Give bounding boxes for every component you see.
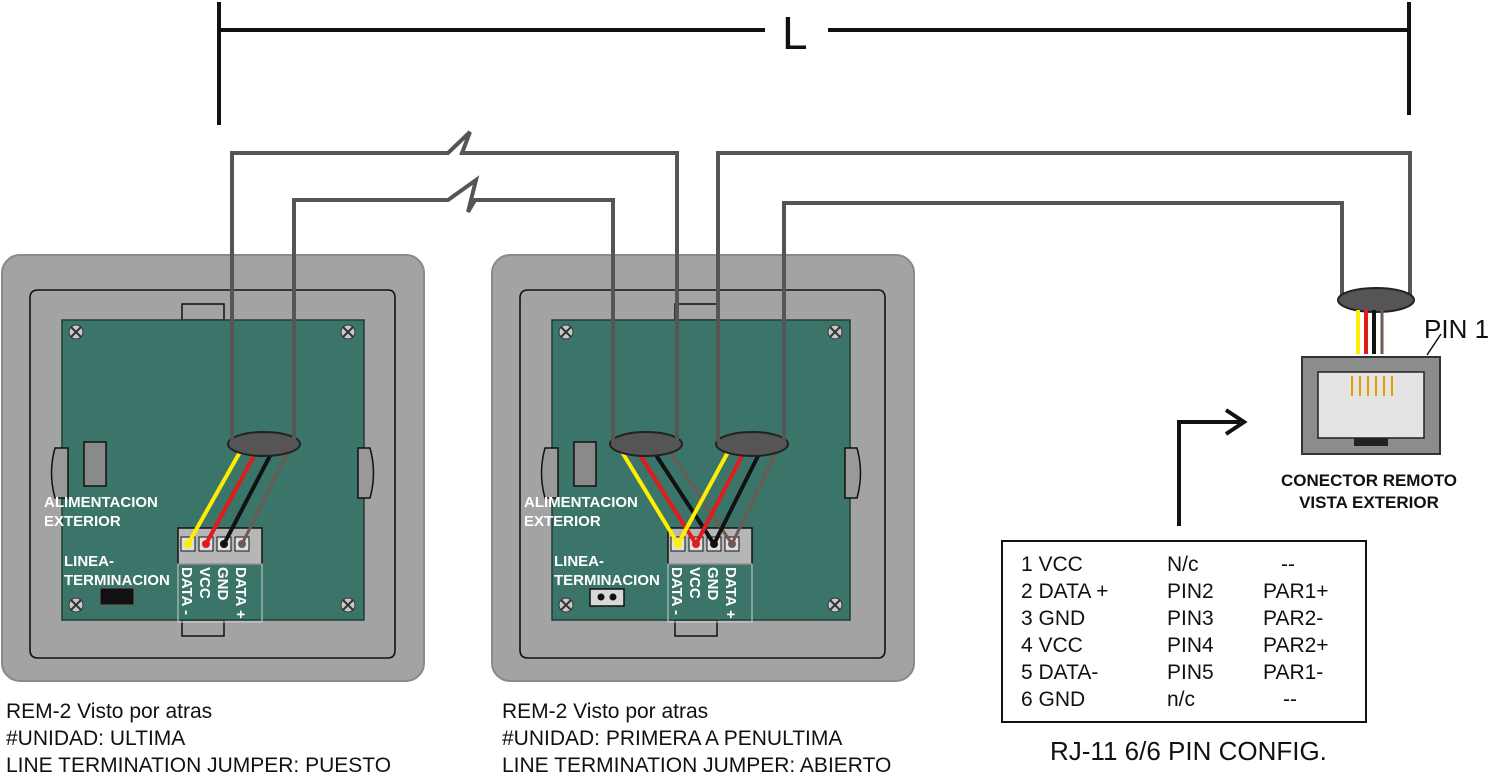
- screw-icon: [68, 324, 84, 340]
- pin1-leader: [1426, 333, 1442, 356]
- pin-cell: PAR2-: [1263, 607, 1324, 630]
- pin1-label: PIN 1: [1424, 314, 1489, 344]
- alimentacion-label-line1: ALIMENTACION: [44, 494, 158, 511]
- connector-title-line1: CONECTOR REMOTO: [1281, 471, 1457, 490]
- cable-gland: [1337, 287, 1415, 313]
- pin-cell: 3 GND: [1021, 607, 1086, 630]
- dimension-label: L: [782, 7, 808, 59]
- cable-gland: [715, 431, 789, 457]
- power-connector: [573, 441, 597, 487]
- power-connector: [83, 441, 107, 487]
- alimentacion-label-line2: EXTERIOR: [524, 513, 601, 530]
- pin-cell: --: [1281, 553, 1295, 576]
- terminal-label-gnd: GND: [704, 567, 721, 601]
- table-row: 5 DATA- PIN5 PAR1-: [1003, 661, 1365, 688]
- screw-icon: [827, 597, 843, 613]
- table-row: 3 GND PIN3 PAR2-: [1003, 607, 1365, 634]
- terminal-label-data-plus: DATA +: [722, 567, 739, 619]
- cable-gland: [227, 431, 301, 457]
- pin-cell: n/c: [1167, 688, 1196, 711]
- termination-jumper-open: [589, 588, 625, 607]
- linea-label-line1: LINEA-: [554, 553, 604, 570]
- pin-cell: 1 VCC: [1021, 553, 1083, 576]
- table-row: 4 VCC PIN4 PAR2+: [1003, 634, 1365, 661]
- caption-line: LINE TERMINATION JUMPER: ABIERTO: [502, 754, 892, 777]
- screw-icon: [340, 324, 356, 340]
- rem2-panel-last: ALIMENTACION EXTERIOR LINEA- TERMINACION…: [1, 254, 425, 682]
- terminal-label-vcc: VCC: [196, 567, 213, 599]
- alimentacion-label-line2: EXTERIOR: [44, 513, 121, 530]
- linea-label-line2: TERMINACION: [554, 572, 660, 589]
- termination-jumper-closed: [99, 587, 135, 606]
- alimentacion-label-line1: ALIMENTACION: [524, 494, 638, 511]
- pin-cell: PIN3: [1167, 607, 1214, 630]
- terminal-label-vcc: VCC: [686, 567, 703, 599]
- terminal-label-gnd: GND: [214, 567, 231, 601]
- arrow-icon: [1177, 408, 1248, 526]
- linea-label-line1: LINEA-: [64, 553, 114, 570]
- pin-cell: PAR1-: [1263, 661, 1324, 684]
- remote-connector: PIN 1 CONECTOR REMOTO VISTA EXTERIOR: [1281, 287, 1489, 512]
- pin-cell: 6 GND: [1021, 688, 1086, 711]
- caption-line: REM-2 Visto por atras: [6, 700, 213, 723]
- pin-cell: PAR1+: [1263, 580, 1329, 603]
- terminal-label-data-plus: DATA +: [232, 567, 249, 619]
- wires: [620, 450, 778, 548]
- pin-cell: PIN2: [1167, 580, 1214, 603]
- screw-icon: [558, 324, 574, 340]
- caption-line: #UNIDAD: ULTIMA: [6, 727, 186, 750]
- screw-icon: [558, 597, 574, 613]
- table-row: 1 VCC N/c --: [1003, 553, 1365, 580]
- screw-icon: [68, 597, 84, 613]
- panel1-caption: REM-2 Visto por atras #UNIDAD: ULTIMA LI…: [6, 698, 391, 779]
- caption-line: LINE TERMINATION JUMPER: PUESTO: [6, 754, 392, 777]
- panel2-caption: REM-2 Visto por atras #UNIDAD: PRIMERA A…: [502, 698, 891, 779]
- pin-table-title: RJ-11 6/6 PIN CONFIG.: [1050, 736, 1327, 766]
- linea-label-line2: TERMINACION: [64, 572, 170, 589]
- pin-cell: PIN4: [1167, 634, 1214, 657]
- caption-line: REM-2 Visto por atras: [502, 700, 709, 723]
- screw-icon: [827, 324, 843, 340]
- pin-cell: 5 DATA-: [1021, 661, 1099, 684]
- connector-title-line2: VISTA EXTERIOR: [1299, 493, 1439, 512]
- pin-cell: N/c: [1167, 553, 1199, 576]
- pin-config-table: 1 VCC N/c -- 2 DATA + PIN2 PAR1+ 3 GND P…: [1001, 540, 1367, 723]
- screw-icon: [340, 597, 356, 613]
- pin-cell: 4 VCC: [1021, 634, 1083, 657]
- cable-gland: [609, 431, 683, 457]
- table-row: 6 GND n/c --: [1003, 688, 1365, 715]
- pcb-board: [551, 319, 851, 621]
- rem2-panel-first: ALIMENTACION EXTERIOR LINEA- TERMINACION…: [491, 254, 915, 682]
- wires: [184, 451, 290, 548]
- caption-line: #UNIDAD: PRIMERA A PENULTIMA: [502, 727, 843, 750]
- pin-cell: PIN5: [1167, 661, 1214, 684]
- pcb-board: [61, 319, 365, 621]
- pin-cell: --: [1283, 688, 1297, 711]
- dimension-line: L: [217, 2, 1411, 125]
- table-row: 2 DATA + PIN2 PAR1+: [1003, 580, 1365, 607]
- pin-cell: PAR2+: [1263, 634, 1329, 657]
- bus-cables: [230, 130, 1412, 442]
- pin-cell: 2 DATA +: [1021, 580, 1109, 603]
- terminal-label-data-minus: DATA -: [668, 567, 685, 615]
- terminal-label-data-minus: DATA -: [178, 567, 195, 615]
